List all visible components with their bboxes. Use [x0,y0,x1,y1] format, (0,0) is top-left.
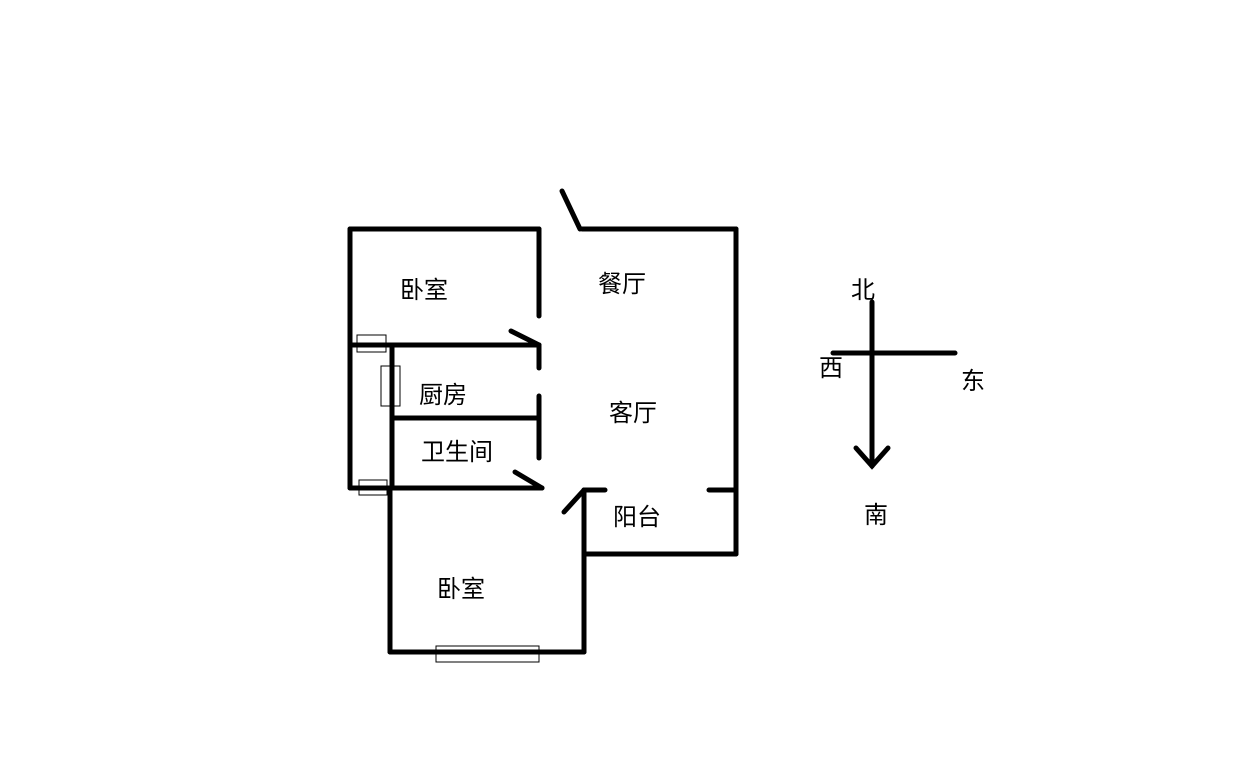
compass-east-label: 东 [961,367,985,395]
label-bedroom-south: 卧室 [437,575,485,603]
window-bathroom [358,479,388,496]
window-bedroom-south [435,645,540,663]
window-kitchen [380,365,401,407]
bedroom-north-door [508,328,542,348]
compass-north-label: 北 [851,276,875,304]
bedroom-south-door [561,487,587,515]
label-living-room: 客厅 [609,399,657,427]
compass-arrow-head-icon [853,445,891,470]
room-labels: 卧室 餐厅 厨房 客厅 卫生间 阳台 卧室 [400,270,661,603]
walls [347,188,739,655]
windows [356,334,540,663]
label-balcony: 阳台 [613,503,661,531]
entrance-door [559,188,583,232]
window-bedroom-north [356,334,387,353]
bathroom-door [512,469,545,491]
compass: 北 西 东 南 [819,276,985,529]
label-kitchen: 厨房 [419,381,467,409]
label-bedroom-north: 卧室 [400,276,448,304]
compass-south-label: 南 [864,501,888,529]
compass-west-label: 西 [819,354,843,382]
label-dining-room: 餐厅 [598,270,646,298]
label-bathroom: 卫生间 [421,438,493,466]
